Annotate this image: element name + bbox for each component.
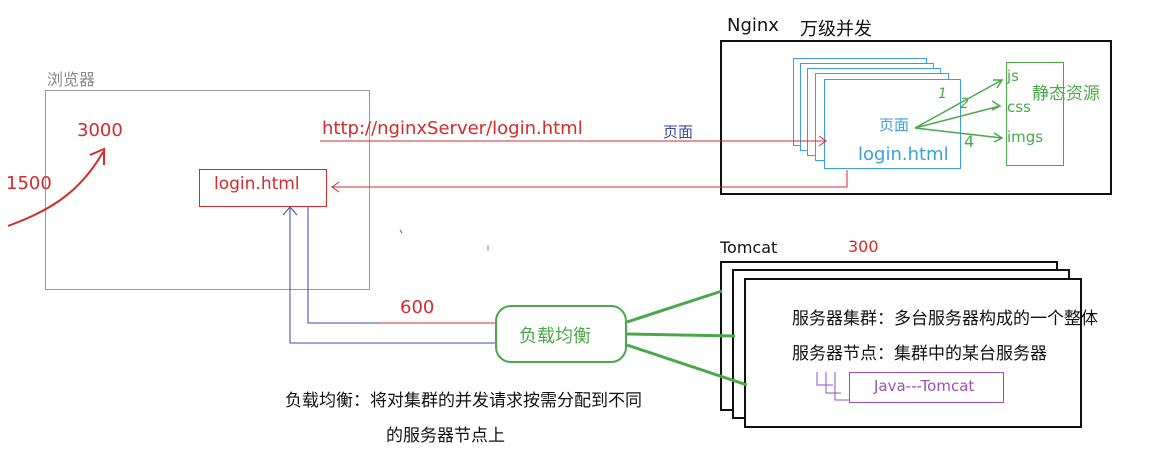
nginx-title: Nginx <box>727 15 779 36</box>
tomcat-server-3 <box>744 278 1082 428</box>
stray-mark-1 <box>399 229 403 234</box>
nginx-page-label: 页面 <box>879 116 910 134</box>
request-url: http://nginxServer/login.html <box>322 118 583 139</box>
asset-arrow-head-1 <box>993 79 1004 89</box>
cluster-definition: 服务器集群：多台服务器构成的一个整体 <box>792 309 1098 329</box>
response-page-label: 页面 <box>663 123 694 141</box>
load-balancer-node[interactable] <box>495 305 627 363</box>
asset-arrow-head-2 <box>991 100 1002 111</box>
nginx-subtitle: 万级并发 <box>800 19 872 40</box>
scale-arrow-head <box>89 147 105 165</box>
browser-login-box[interactable] <box>199 169 327 207</box>
browser-number-3000: 3000 <box>77 120 123 141</box>
lb-to-server-3 <box>626 343 748 387</box>
lb-line-red <box>307 207 495 324</box>
browser-title: 浏览器 <box>47 70 96 89</box>
asset-arrow-head-3 <box>993 132 1004 143</box>
asset-arrow-css <box>914 105 1001 129</box>
tomcat-count: 300 <box>848 237 879 256</box>
lb-to-server-2 <box>626 332 736 338</box>
mark-1: 1 <box>938 86 947 102</box>
mark-4: 4 <box>964 132 975 151</box>
load-balancer-count: 600 <box>400 297 435 318</box>
lb-arrow-head <box>282 206 298 216</box>
node-definition: 服务器节点：集群中的某台服务器 <box>792 344 1047 364</box>
load-balancer-description-2: 的服务器节点上 <box>386 426 505 446</box>
load-balancer-label: 负载均衡 <box>519 326 591 347</box>
tomcat-title: Tomcat <box>720 238 778 257</box>
static-assets-box <box>1006 62 1064 166</box>
browser-box <box>45 90 370 290</box>
lb-to-server-1 <box>626 289 723 324</box>
java-bracket-1 <box>816 372 833 386</box>
browser-number-1500: 1500 <box>6 173 52 194</box>
nginx-page-front <box>824 79 961 169</box>
java-bracket-3 <box>834 372 849 401</box>
java-tomcat-box <box>849 372 1004 403</box>
browser-login-label: login.html <box>214 174 300 194</box>
load-balancer-description-1: 负载均衡：将对集群的并发请求按需分配到不同 <box>285 391 642 411</box>
response-line <box>332 170 848 188</box>
static-assets-title: 静态资源 <box>1032 84 1100 104</box>
nginx-box <box>720 40 1112 195</box>
java-bracket-2 <box>825 372 841 394</box>
asset-js: js <box>1007 67 1019 85</box>
scale-arrow <box>7 151 104 227</box>
nginx-login-label: login.html <box>858 144 949 165</box>
java-tomcat-label: Java---Tomcat <box>874 377 975 395</box>
request-arrow-head <box>818 135 827 147</box>
asset-css: css <box>1007 98 1031 116</box>
response-arrow-head <box>331 181 340 193</box>
asset-arrow-imgs <box>914 127 1003 139</box>
asset-arrow-js <box>914 79 1003 129</box>
mark-2: 2 <box>960 96 969 112</box>
asset-imgs: imgs <box>1007 128 1044 146</box>
lb-line-navy <box>289 207 495 344</box>
